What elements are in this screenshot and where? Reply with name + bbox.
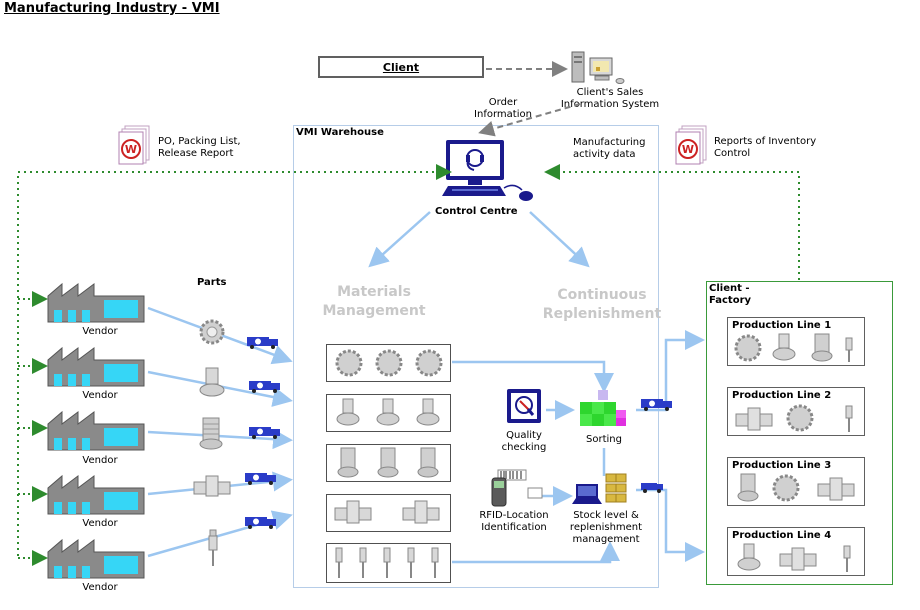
threaded-part-icon: [198, 416, 224, 450]
reports-doc-line1: Reports of Inventory: [714, 136, 817, 147]
factory-line2: Factory: [709, 295, 752, 306]
order-info-label: Order Information: [470, 97, 536, 121]
factory-to-control-dotted: [544, 164, 800, 280]
document-icon: W: [117, 124, 153, 166]
vendor-factory-icon: [46, 410, 146, 452]
po-doc-line1: PO, Packing List,: [158, 136, 241, 147]
reports-doc-line2: Control: [714, 148, 751, 159]
stock-label: Stock level & replenishment management: [566, 510, 646, 546]
materials-line1: Materials: [337, 284, 411, 300]
production-line-3[interactable]: Production Line 3: [727, 457, 865, 506]
quality-label: Quality checking: [494, 430, 554, 454]
delivery-truck-icon: [640, 396, 674, 412]
production-line-2[interactable]: Production Line 2: [727, 387, 865, 436]
order-info-line1: Order: [488, 97, 518, 108]
control-to-replenishment-arrow: [529, 211, 590, 268]
rfid-scanner-icon: [488, 468, 544, 508]
manufacturing-data-line2: activity data: [573, 149, 636, 160]
delivery-truck-icon: [246, 334, 280, 350]
replenishment-line1: Continuous: [557, 287, 647, 303]
vendor-factory-icon: [46, 474, 146, 516]
control-centre-label: Control Centre: [435, 206, 518, 217]
rfid-label: RFID-Location Identification: [474, 510, 554, 534]
manufacturing-data-label: Manufacturing activity data: [573, 137, 663, 161]
warehouse-label: VMI Warehouse: [296, 127, 384, 138]
production-line-label: Production Line 4: [732, 530, 832, 541]
server-computer-icon: [566, 48, 632, 88]
reports-doc-label: Reports of Inventory Control: [714, 136, 834, 160]
sorting-label: Sorting: [586, 434, 622, 445]
vendor-factory-icon: [46, 282, 146, 324]
page-title: Manufacturing Industry - VMI: [4, 1, 220, 16]
materials-line2: Management: [322, 303, 426, 319]
stock-level-icon: [570, 470, 636, 510]
delivery-truck-icon: [640, 480, 664, 494]
vendor-label-4: Vendor: [82, 518, 118, 529]
rfid-line1: RFID-Location: [479, 510, 549, 521]
vendor-label-5: Vendor: [82, 582, 118, 593]
production-line-label: Production Line 3: [732, 460, 832, 471]
stock-line3: management: [572, 534, 640, 545]
materials-management-heading: Materials Management: [318, 283, 430, 321]
sales-system-line2: Information System: [560, 99, 660, 110]
po-doc-label: PO, Packing List, Release Report: [158, 136, 268, 160]
parts-label: Parts: [197, 277, 227, 288]
document-icon: W: [674, 124, 710, 166]
storage-bin-bushings: [326, 394, 451, 432]
delivery-truck-icon: [248, 424, 282, 440]
client-box[interactable]: Client: [318, 56, 484, 78]
quality-line2: checking: [501, 442, 547, 453]
sorting-to-factory-arrow: [636, 330, 705, 412]
tee-part-icon: [192, 474, 232, 500]
rfid-line2: Identification: [481, 522, 547, 533]
production-line-label: Production Line 1: [732, 320, 832, 331]
quality-line1: Quality: [506, 430, 542, 441]
order-info-line2: Information: [474, 109, 532, 120]
vendor-label-3: Vendor: [82, 455, 118, 466]
vendor-label-1: Vendor: [82, 326, 118, 337]
sales-system-label: Client's Sales Information System: [560, 87, 660, 111]
manufacturing-data-line1: Manufacturing: [573, 137, 646, 148]
bushing-part-icon: [198, 366, 226, 398]
gear-part-icon: [196, 316, 228, 348]
pin-part-icon: [206, 528, 220, 568]
factory-label: Client - Factory: [709, 283, 751, 307]
control-to-materials-arrow: [368, 211, 431, 268]
vendor-label-2: Vendor: [82, 390, 118, 401]
delivery-truck-icon: [244, 514, 278, 530]
bin1-to-sorting-arrow: [452, 360, 614, 393]
production-line-1[interactable]: Production Line 1: [727, 317, 865, 366]
vendor-factory-icon: [46, 538, 146, 580]
po-doc-line2: Release Report: [158, 148, 234, 159]
sales-system-line1: Client's Sales: [576, 87, 644, 98]
svg-text:W: W: [125, 143, 137, 156]
sales-to-control-arrow: [478, 103, 581, 137]
control-centre-computer-icon[interactable]: [440, 138, 540, 206]
control-to-vendors-dotted: [17, 171, 440, 560]
delivery-truck-icon: [244, 470, 278, 486]
sorting-blocks-icon: [574, 388, 634, 432]
storage-bin-pins: [326, 543, 451, 583]
stock-line1: Stock level &: [573, 510, 639, 521]
svg-text:W: W: [682, 143, 694, 156]
quality-check-icon: [506, 388, 542, 424]
storage-bin-gears: [326, 344, 451, 382]
continuous-replenishment-heading: Continuous Replenishment: [540, 286, 664, 324]
production-line-label: Production Line 2: [732, 390, 832, 401]
vendor-factory-icon: [46, 346, 146, 388]
production-line-4[interactable]: Production Line 4: [727, 527, 865, 576]
replenishment-line2: Replenishment: [542, 306, 662, 322]
storage-bin-threaded: [326, 444, 451, 482]
vmi-warehouse-container: [293, 125, 659, 588]
delivery-truck-icon: [248, 378, 282, 394]
bin5-to-stock-arrow: [452, 541, 620, 564]
factory-line1: Client -: [709, 283, 750, 294]
storage-bin-tees: [326, 494, 451, 532]
stock-line2: replenishment: [569, 522, 643, 533]
client-factory-container: [706, 281, 893, 585]
